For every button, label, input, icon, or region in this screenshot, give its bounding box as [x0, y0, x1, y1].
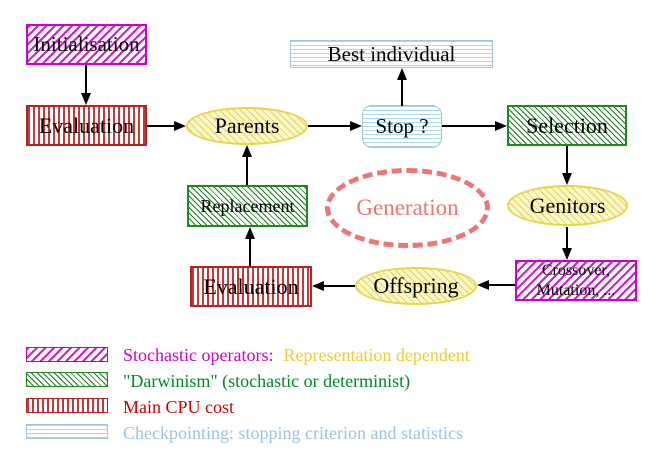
- arrowhead-right-icon: [350, 121, 362, 131]
- node-stop: Stop ?: [362, 105, 442, 148]
- arrow-evaluation-to-parents: [147, 125, 175, 127]
- node-genitors-label: Genitors: [529, 192, 606, 218]
- arrow-stop-to-best-individual: [401, 80, 403, 106]
- legend-swatch-darwinism: [26, 372, 108, 387]
- node-evaluation-bottom: Evaluation: [190, 266, 312, 307]
- arrow-offspring-to-evaluation: [324, 285, 355, 287]
- arrow-replacement-to-parents: [246, 157, 248, 185]
- legend-swatch-checkpointing: [26, 424, 108, 439]
- arrow-parents-to-stop: [308, 125, 351, 127]
- arrowhead-down-icon: [81, 93, 91, 105]
- legend-label-stochastic-operators: Stochastic operators:: [123, 345, 274, 365]
- node-parents-label: Parents: [214, 113, 280, 138]
- legend-swatch-stochastic-operators: [26, 347, 108, 362]
- node-crossover-line1: Crossover,: [541, 261, 611, 279]
- node-parents: Parents: [186, 107, 308, 145]
- legend-swatch-main-cpu-cost: [26, 398, 108, 413]
- legend-row-stochastic-operators: Stochastic operators: Representation depe…: [123, 345, 470, 366]
- arrow-stop-to-selection: [442, 125, 496, 127]
- arrowhead-up-icon: [245, 227, 255, 239]
- node-offspring-label: Offspring: [373, 273, 459, 298]
- legend-label-darwinism: "Darwinism" (stochastic or determinist): [123, 371, 411, 391]
- arrowhead-up-icon: [242, 145, 252, 157]
- node-replacement: Replacement: [187, 185, 308, 227]
- node-evaluation-bottom-label: Evaluation: [203, 273, 299, 299]
- arrowhead-right-icon: [495, 121, 507, 131]
- node-genitors: Genitors: [507, 185, 628, 226]
- node-offspring: Offspring: [355, 267, 477, 305]
- arrowhead-down-icon: [562, 173, 572, 185]
- arrowhead-left-icon: [312, 281, 324, 291]
- node-evaluation-top: Evaluation: [26, 105, 147, 146]
- generation-loop-ellipse: Generation: [325, 168, 490, 248]
- arrowhead-up-icon: [397, 68, 407, 80]
- node-initialisation: Initialisation: [26, 24, 147, 65]
- node-selection: Selection: [507, 105, 627, 146]
- legend-label-representation-dependent: Representation dependent: [283, 345, 470, 365]
- arrowhead-down-icon: [562, 248, 572, 260]
- arrowhead-left-icon: [477, 280, 489, 290]
- arrow-crossover-to-offspring: [489, 284, 515, 286]
- arrow-genitors-to-crossover: [566, 227, 568, 249]
- generation-label: Generation: [356, 195, 459, 220]
- node-replacement-label: Replacement: [200, 195, 295, 216]
- arrow-evaluation-to-replacement: [249, 239, 251, 266]
- arrow-selection-to-genitors: [566, 146, 568, 174]
- arrow-initialisation-to-evaluation: [85, 65, 87, 95]
- legend-label-checkpointing: Checkpointing: stopping criterion and st…: [123, 423, 463, 443]
- arrowhead-right-icon: [174, 121, 186, 131]
- node-best-individual-label: Best individual: [327, 41, 456, 66]
- node-best-individual: Best individual: [290, 40, 493, 68]
- node-initialisation-label: Initialisation: [33, 32, 140, 56]
- node-selection-label: Selection: [526, 112, 608, 138]
- legend-label-main-cpu-cost: Main CPU cost: [123, 397, 235, 417]
- node-crossover-mutation: Crossover, Mutation, ...: [515, 260, 637, 301]
- node-evaluation-top-label: Evaluation: [38, 112, 135, 138]
- node-stop-label: Stop ?: [375, 114, 429, 138]
- node-crossover-line2: Mutation, ...: [536, 281, 616, 299]
